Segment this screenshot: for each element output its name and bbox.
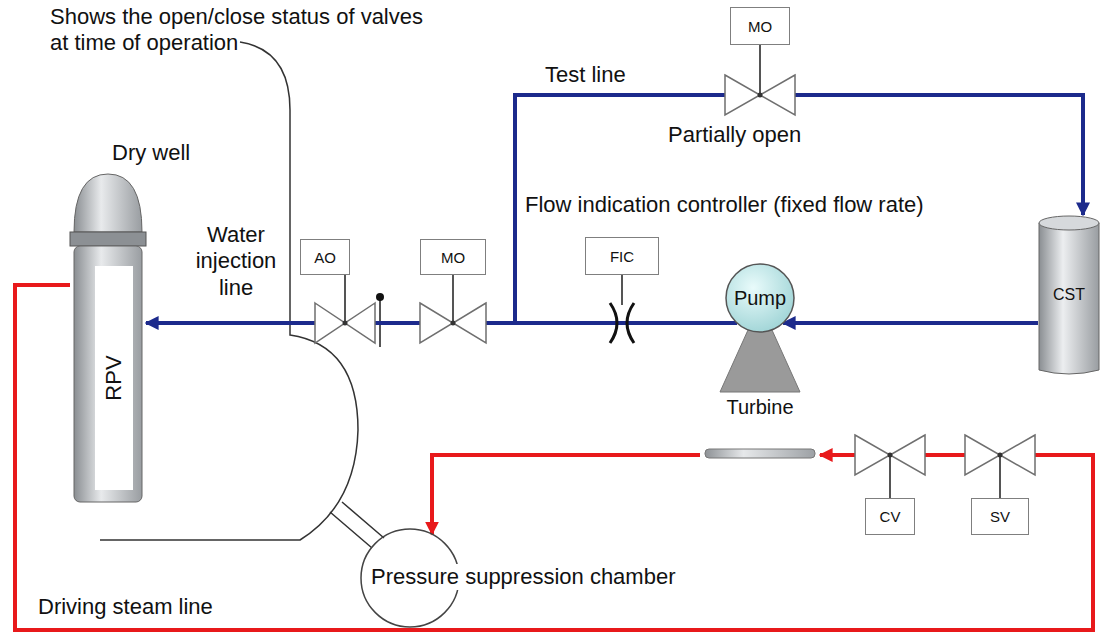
node-text: RPV: [101, 355, 127, 400]
region-label: Dry well: [112, 140, 190, 166]
steam-pipe: [15, 285, 1093, 630]
node-text: SV: [990, 508, 1010, 525]
reactor-vessel: RPV: [70, 170, 146, 505]
vent-pipe: [330, 502, 384, 548]
stop-valve-box: SV: [971, 498, 1029, 535]
pump-circle: Pump: [725, 263, 795, 333]
control-valve-box: CV: [865, 498, 915, 535]
flow-element: [610, 303, 634, 343]
node-text: Turbine: [726, 396, 793, 419]
node-text: FIC: [610, 248, 634, 265]
valve-stems: [345, 44, 1000, 498]
node-text: Pressure suppression chamber: [368, 564, 678, 590]
node-text: Pump: [734, 287, 786, 310]
instrument-label: Flow indication controller (fixed flow r…: [525, 192, 924, 218]
valve-centers: [343, 93, 1003, 458]
motor-operator-box: MO: [730, 7, 790, 45]
node-text: MO: [441, 249, 465, 266]
test-line-pipe: [515, 95, 1083, 323]
exhaust-pipe: [432, 455, 700, 534]
line-label: Test line: [545, 62, 626, 88]
suppression-chamber: Pressure suppression chamber: [360, 528, 460, 628]
valve-state-label: Partially open: [668, 122, 801, 148]
node-text: CST: [1053, 286, 1085, 304]
air-operator-box: AO: [300, 239, 350, 275]
suction-pipe: [783, 321, 1038, 325]
flow-controller-box: FIC: [585, 237, 659, 275]
motor-operator-box: MO: [420, 239, 486, 275]
note-text: Shows the open/close status of valves at…: [50, 4, 430, 57]
storage-tank: CST: [1038, 215, 1100, 378]
fail-close-dot: [376, 293, 384, 301]
node-text: AO: [314, 249, 336, 266]
node-text: CV: [880, 508, 901, 525]
node-text: MO: [748, 18, 772, 35]
line-label: Water injection line: [186, 222, 286, 301]
turbine: Turbine: [700, 392, 820, 462]
pump-stand: [720, 330, 800, 392]
valve-symbols: [315, 75, 1035, 475]
reactor-vessel-shape: [70, 170, 146, 505]
line-label: Driving steam line: [38, 594, 213, 620]
